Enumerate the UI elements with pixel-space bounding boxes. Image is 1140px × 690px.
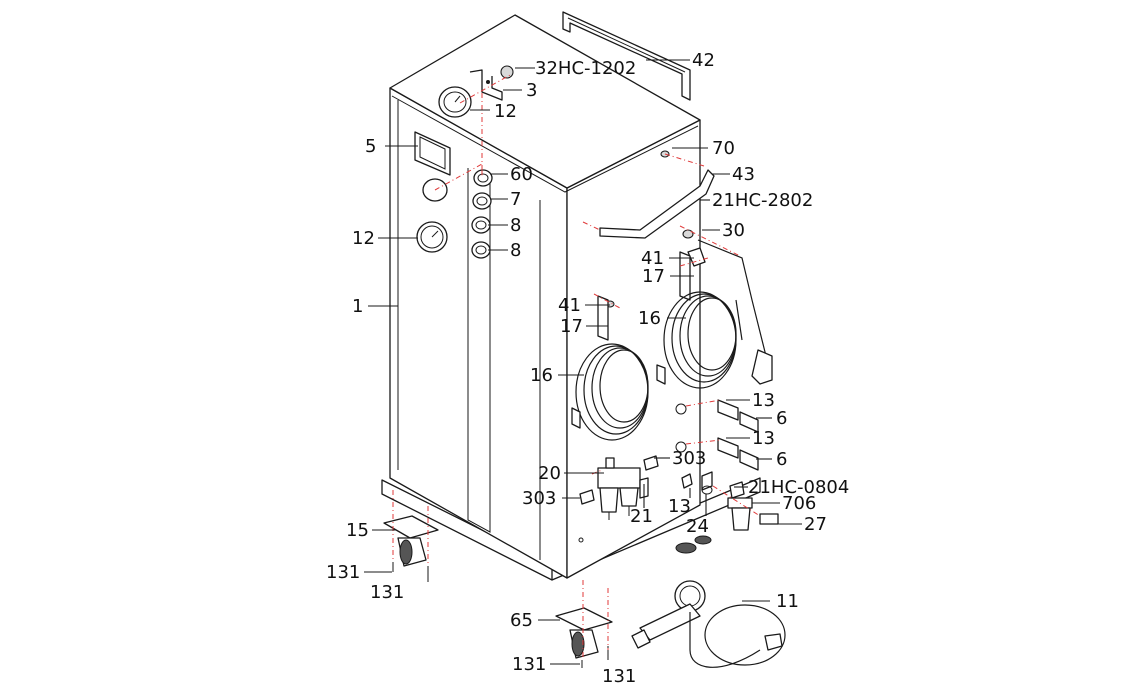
callout-20: 20: [538, 463, 561, 484]
caster-rear: [383, 515, 439, 582]
callout-6b: 6: [776, 449, 787, 470]
display-window: [414, 131, 451, 176]
callout-32hc1202: 32HC-1202: [535, 58, 636, 79]
callout-11: 11: [776, 591, 799, 612]
hose-coil-upper: [663, 291, 743, 389]
callout-70: 70: [712, 138, 735, 159]
callout-3: 3: [526, 80, 537, 101]
callout-65: 65: [510, 610, 533, 631]
callout-12-left: 12: [352, 228, 375, 249]
callout-13c: 13: [668, 496, 691, 517]
callout-7: 7: [510, 189, 521, 210]
mounting-hole: [578, 537, 584, 543]
callout-43: 43: [732, 164, 755, 185]
assembly-guides: [392, 74, 761, 660]
callout-21hc0804: 21HC-0804: [748, 477, 849, 498]
callout-16a: 16: [638, 308, 661, 329]
callout-41b: 41: [558, 295, 581, 316]
callout-21: 21: [630, 506, 653, 527]
callout-13b: 13: [752, 428, 775, 449]
callout-131a: 131: [326, 562, 360, 583]
callout-1: 1: [352, 296, 363, 317]
callout-41a: 41: [641, 248, 664, 269]
side-gauge: [416, 221, 448, 253]
inline-filter: [681, 471, 779, 531]
filter-assembly: [579, 455, 659, 520]
callout-12-top: 12: [494, 101, 517, 122]
callout-24: 24: [686, 516, 709, 537]
callout-17b: 17: [560, 316, 583, 337]
callout-15: 15: [346, 520, 369, 541]
callout-303b: 303: [522, 488, 556, 509]
callout-131c: 131: [512, 654, 546, 675]
callout-42: 42: [692, 50, 715, 71]
callout-21hc2802: 21HC-2802: [712, 190, 813, 211]
leader-lines: [364, 59, 802, 665]
callout-6a: 6: [776, 408, 787, 429]
rear-handle-frame: [562, 11, 691, 101]
callout-30: 30: [722, 220, 745, 241]
power-cord: [697, 239, 773, 385]
callout-27: 27: [804, 514, 827, 535]
callout-8b: 8: [510, 240, 521, 261]
inflator-gun: [631, 580, 786, 668]
callout-8a: 8: [510, 215, 521, 236]
callout-131b: 131: [370, 582, 404, 603]
callout-706: 706: [782, 493, 816, 514]
callout-labels: 32HC-1202 42 3 12 5 70 43 60 7 21HC-2802…: [326, 50, 849, 687]
quick-couplers: [717, 399, 759, 471]
hose-coil-lower: [571, 343, 666, 441]
control-knobs: [471, 169, 493, 259]
caster-front: [555, 607, 613, 668]
cabinet-body: [389, 14, 701, 579]
callout-5: 5: [365, 136, 376, 157]
callout-17a: 17: [642, 266, 665, 287]
callout-303a: 303: [672, 448, 706, 469]
callout-13a: 13: [752, 390, 775, 411]
callout-60: 60: [510, 164, 533, 185]
callout-131d: 131: [602, 666, 636, 687]
top-gauge-assembly: [438, 65, 514, 118]
callout-16b: 16: [530, 365, 553, 386]
